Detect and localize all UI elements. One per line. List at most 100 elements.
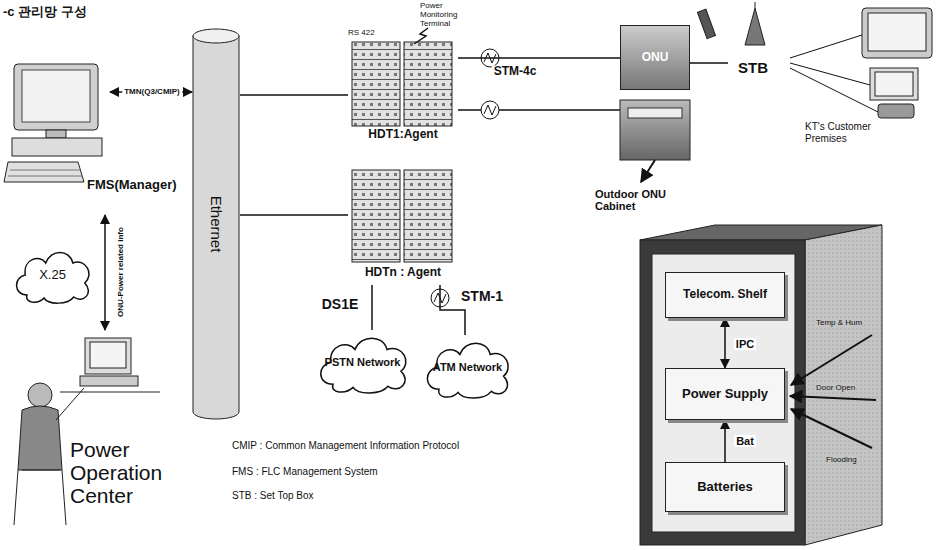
second-onu	[620, 100, 690, 160]
node-box: Power Supply	[665, 368, 785, 420]
node-label: ATM Network	[433, 361, 502, 374]
fms-computer	[22, 70, 90, 122]
operator	[85, 338, 131, 374]
fiber-symbol	[481, 101, 499, 119]
connector	[371, 285, 373, 330]
onu-cabinet	[805, 225, 882, 545]
node-label: HDT1:Agent	[348, 128, 458, 141]
annotation-label: STB : Set Top Box	[232, 490, 314, 502]
node-label: Power Supply	[682, 387, 768, 402]
second-onu	[628, 108, 682, 118]
sensor-arrow	[791, 335, 872, 385]
node-free: HDT1:Agent	[348, 40, 458, 145]
sensor-arrow	[791, 409, 872, 448]
fiber-symbol	[431, 49, 499, 307]
edge-label: STM-4c	[492, 65, 539, 78]
fms-computer	[14, 64, 98, 130]
annotation-label: KT's Customer Premises	[805, 121, 879, 144]
node-label: PSTN Network	[325, 356, 401, 369]
stb-device	[790, 35, 862, 58]
node-label: HDTn : Agent	[348, 266, 458, 279]
edge-label: Bat	[734, 435, 756, 447]
node-free: STB	[728, 5, 790, 80]
node-free: Power Operation Center	[5, 330, 180, 545]
rs422-link	[414, 28, 428, 44]
annotation-label: Power Monitoring Terminal	[420, 1, 475, 29]
sensor-arrow	[790, 396, 876, 400]
annotation-label: Door Open	[815, 383, 856, 392]
node-box: Batteries	[665, 462, 785, 512]
diagram-title: -c 관리망 구성	[3, 3, 87, 21]
node-label: X.25	[39, 268, 66, 283]
node-label: Telecom. Shelf	[683, 288, 767, 302]
annotation-label: Temp & Hum	[815, 318, 863, 327]
fiber-symbol	[484, 105, 496, 115]
ethernet-cylinder	[193, 36, 239, 419]
onu-cabinet	[652, 254, 795, 532]
customer-devices	[862, 8, 932, 118]
edge-label: IPC	[734, 338, 756, 350]
hdt-racks	[404, 42, 452, 126]
node-box: Telecom. Shelf	[665, 272, 785, 318]
fms-computer	[4, 64, 102, 182]
operator	[90, 342, 126, 368]
operator	[14, 470, 66, 525]
hdt-racks	[352, 170, 400, 262]
connector	[240, 214, 348, 216]
fms-computer	[46, 130, 66, 138]
edge-label: TMN(Q3/CMIP)	[122, 88, 182, 97]
connector	[458, 57, 620, 59]
second-onu	[458, 100, 690, 182]
annotation-label: CMIP : Common Management Information Pro…	[232, 440, 459, 452]
customer-devices	[862, 8, 932, 58]
connector	[104, 215, 106, 330]
ethernet-cylinder	[193, 29, 239, 43]
connector	[724, 420, 726, 462]
cloud-outline	[320, 338, 405, 393]
connector	[690, 62, 728, 64]
second-onu	[641, 160, 655, 182]
hdt-racks	[352, 42, 452, 262]
customer-devices	[868, 13, 926, 51]
connector	[240, 94, 348, 96]
node-cloud: X.25	[10, 245, 95, 305]
operator	[56, 388, 84, 420]
operator	[60, 392, 160, 393]
stb-device	[697, 2, 878, 112]
hdt-racks	[352, 42, 400, 126]
cloud-outline	[17, 253, 89, 304]
fms-computer	[4, 162, 84, 182]
onu-cabinet	[640, 225, 882, 545]
sensor-arrow	[790, 335, 876, 448]
customer-devices	[870, 68, 918, 100]
fms-computer	[8, 176, 82, 177]
node-free: Outdoor ONU CabinetTelecom. ShelfPower S…	[590, 186, 885, 546]
node-cyl: Ethernet	[192, 28, 240, 420]
edge-label: DS1E	[320, 297, 361, 312]
operator	[18, 406, 62, 470]
customer-devices	[878, 104, 914, 118]
stb-device	[745, 8, 765, 45]
annotation-label: Flooding	[825, 455, 858, 464]
onu-cabinet	[640, 240, 805, 545]
customer-devices	[875, 72, 913, 96]
annotation-label: FMS : FLC Management System	[232, 466, 378, 478]
operator	[28, 383, 52, 407]
stb-device	[755, 2, 756, 8]
node-box: ONU	[620, 25, 690, 90]
edge-label: STM-1	[459, 289, 505, 304]
hdt-racks	[404, 170, 452, 262]
node-label: Batteries	[697, 480, 753, 495]
node-label: STB	[738, 60, 768, 77]
node-free: FMS(Manager)	[5, 60, 110, 215]
node-label: Ethernet	[208, 196, 225, 253]
node-label: Outdoor ONU Cabinet	[595, 188, 675, 212]
fms-computer	[12, 138, 102, 156]
node-cloud: ATM Network	[420, 335, 515, 400]
node-free: HDTn : Agent	[348, 168, 458, 285]
node-label: FMS(Manager)	[87, 178, 177, 192]
node-cloud: PSTN Network	[313, 330, 413, 395]
